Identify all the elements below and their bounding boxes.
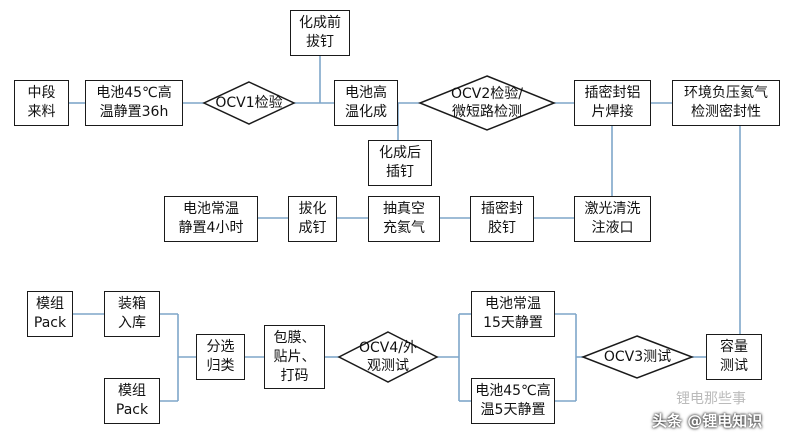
node-chading-after: 化成后 插钉	[368, 140, 432, 186]
watermark: 头条 @锂电知识	[652, 411, 763, 430]
ocv3-diamond	[580, 335, 695, 379]
node-gaowen36: 电池45℃高 温静置36h	[85, 80, 183, 126]
node-ocv4: OCV4/外 观测试	[359, 340, 417, 374]
node-pack1: 模组 Pack	[27, 291, 73, 337]
node-fuya: 环境负压氦气 检测密封性	[672, 80, 780, 126]
node-pack2: 模组 Pack	[104, 378, 160, 424]
node-ocv2: OCV2检验/ 微短路检测	[451, 86, 523, 120]
node-zhongduan: 中段 来料	[14, 80, 69, 126]
node-ocv3: OCV3测试	[603, 349, 672, 365]
ocv2-diamond	[417, 75, 557, 131]
node-ocv1: OCV1检验	[215, 95, 283, 111]
node-changwen4: 电池常温 静置4小时	[164, 196, 258, 242]
ocv1-diamond	[202, 81, 296, 125]
node-zhuangxiang: 装箱 入库	[104, 291, 160, 337]
node-jiaoding: 插密封 胶钉	[470, 196, 534, 242]
node-fenxuan: 分选 归类	[196, 334, 245, 380]
node-baohuading: 拔化 成钉	[288, 196, 337, 242]
node-huacheng: 电池高 温化成	[334, 80, 398, 126]
node-lvpian: 插密封铝 片焊接	[574, 80, 651, 126]
node-changwen15: 电池常温 15天静置	[471, 291, 555, 337]
watermark-faint: 锂电那些事	[676, 391, 746, 407]
node-chouzhenkong: 抽真空 充氦气	[368, 196, 440, 242]
node-baoding-before: 化成前 拔钉	[290, 10, 350, 56]
node-baomo: 包膜、 贴片、 打码	[264, 325, 325, 389]
node-rongliang: 容量 测试	[706, 334, 762, 380]
node-gaowen5: 电池45℃高 温5天静置	[471, 378, 555, 424]
ocv4-diamond	[337, 331, 439, 383]
node-jiguang: 激光清洗 注液口	[574, 196, 651, 242]
